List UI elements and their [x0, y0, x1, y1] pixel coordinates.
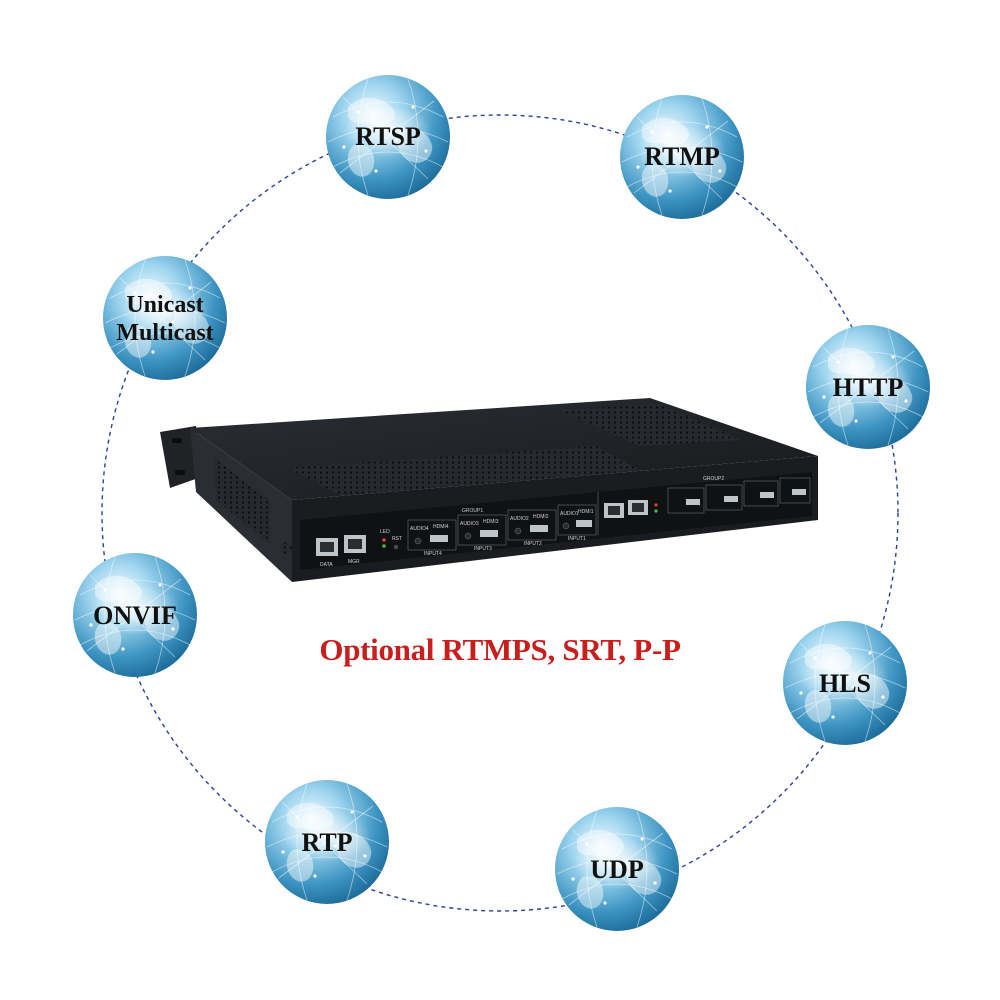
input-label-3: INPUT3	[474, 546, 492, 552]
globe-hls: HLS	[782, 620, 908, 746]
led-label: LED	[380, 529, 390, 535]
input-block-1: AUDIO1 HDMI1 INPUT1	[557, 504, 597, 542]
led-indicator	[654, 503, 658, 507]
globe-label-hls: HLS	[819, 669, 871, 698]
optional-protocols-headline: Optional RTMPS, SRT, P-P	[319, 632, 681, 667]
hdmi-port	[530, 525, 548, 532]
led-indicator	[654, 509, 658, 513]
input-label-1: INPUT1	[568, 536, 586, 542]
led-indicator	[382, 544, 386, 548]
lan-label-mgr: MGR	[348, 559, 360, 565]
rack-ear-slot	[175, 470, 185, 475]
front-vent	[280, 542, 292, 554]
connection-ring	[101, 114, 899, 912]
input-block-4: AUDIO4 HDMI4 INPUT4	[407, 519, 457, 557]
group-label-2: GROUP2	[703, 476, 724, 482]
reset-button	[393, 544, 399, 550]
input-block-g2	[743, 480, 779, 507]
globe-onvif: ONVIF	[72, 552, 198, 678]
hdmi-port	[724, 496, 738, 502]
audio-label-2: AUDIO2	[510, 516, 529, 522]
audio-label-3: AUDIO3	[460, 521, 479, 527]
hdmi-port	[760, 492, 774, 498]
side-vents	[214, 458, 270, 544]
input-label-4: INPUT4	[424, 551, 442, 557]
group-label-1: GROUP1	[462, 508, 483, 514]
audio-jack	[414, 537, 422, 545]
globe-label-unicast: Unicast	[126, 292, 203, 318]
encoder-device: GROUP1 GROUP2 DATA MGR LED RST AUDIO4 HD…	[160, 398, 818, 582]
hdmi-port	[576, 520, 592, 527]
globe-udp: UDP	[554, 806, 680, 932]
hdmi-port	[430, 535, 448, 542]
vent-grille	[560, 404, 740, 446]
vent-grille	[288, 446, 640, 495]
globe-unicast-multicast: Unicast Multicast	[102, 255, 228, 381]
audio-jack	[562, 522, 570, 530]
hdmi-port	[480, 530, 498, 537]
input-block-g2	[705, 484, 743, 511]
input-block-g2	[667, 487, 705, 514]
input-block-g2	[779, 477, 811, 504]
lan-label-data: DATA	[320, 562, 333, 568]
globe-label-multicast: Multicast	[116, 320, 213, 346]
rack-ear-slot	[172, 438, 182, 443]
hdmi-label-1: HDMI1	[578, 509, 594, 515]
globe-label-rtp: RTP	[301, 828, 352, 857]
globe-label-rtmp: RTMP	[644, 142, 720, 171]
led-indicator	[382, 538, 386, 542]
globe-http: HTTP	[805, 324, 931, 450]
globe-rtsp: RTSP	[325, 74, 451, 200]
hdmi-label-4: HDMI4	[433, 524, 449, 530]
audio-jack	[514, 527, 522, 535]
hdmi-label-3: HDMI3	[483, 519, 499, 525]
globe-label-udp: UDP	[590, 855, 644, 884]
hdmi-port	[686, 499, 700, 505]
input-block-3: AUDIO3 HDMI3 INPUT3	[457, 514, 507, 552]
globe-label-http: HTTP	[833, 373, 904, 402]
audio-jack	[464, 532, 472, 540]
globe-rtp: RTP	[264, 779, 390, 905]
input-label-2: INPUT2	[524, 541, 542, 547]
globe-rtmp: RTMP	[619, 94, 745, 220]
input-block-2: AUDIO2 HDMI2 INPUT2	[507, 509, 557, 547]
globe-label-rtsp: RTSP	[355, 122, 421, 151]
globe-label-onvif: ONVIF	[93, 601, 177, 630]
rst-label: RST	[392, 536, 402, 542]
audio-label-1: AUDIO1	[560, 511, 579, 517]
hdmi-label-2: HDMI2	[533, 514, 549, 520]
hdmi-port	[792, 489, 806, 495]
audio-label-4: AUDIO4	[410, 526, 429, 532]
